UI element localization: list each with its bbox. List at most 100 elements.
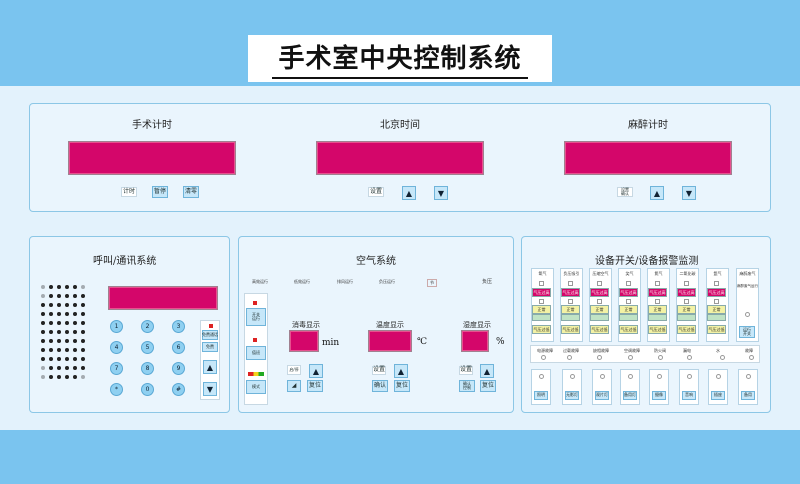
alarm-led bbox=[597, 355, 602, 360]
call-panel bbox=[29, 236, 230, 413]
anesthesia-timer-display bbox=[564, 141, 732, 175]
keypad-key[interactable]: 9 bbox=[172, 362, 185, 375]
air-power-button[interactable]: 开关 运行 bbox=[246, 308, 266, 326]
keypad-key[interactable]: 8 bbox=[141, 362, 154, 375]
air-mode-button[interactable]: 模式 bbox=[246, 380, 266, 394]
temp-title: 温度显示 bbox=[376, 321, 404, 329]
disinfect-reset-button[interactable]: 复位 bbox=[307, 380, 323, 392]
beijing-set-button[interactable]: 设置 bbox=[368, 187, 384, 197]
speaker-hole bbox=[81, 321, 85, 325]
switch-button[interactable]: 照明 bbox=[534, 391, 548, 400]
switch-button[interactable]: 备用 bbox=[741, 391, 755, 400]
speaker-hole bbox=[49, 285, 53, 289]
speaker-hole bbox=[57, 312, 61, 316]
speaker-hole bbox=[81, 330, 85, 334]
keypad-key[interactable]: 5 bbox=[141, 341, 154, 354]
speaker-hole bbox=[65, 366, 69, 370]
speaker-hole bbox=[41, 294, 45, 298]
switch-button[interactable]: 无影灯 bbox=[565, 391, 579, 400]
pressure-high-indicator: 气压过高 bbox=[677, 288, 696, 297]
speaker-hole bbox=[73, 375, 77, 379]
keypad-key[interactable]: 7 bbox=[110, 362, 123, 375]
temp-reset-button[interactable]: 复位 bbox=[394, 380, 410, 392]
call-down-button[interactable]: ▼ bbox=[203, 382, 217, 396]
triangle-down-icon: ▼ bbox=[685, 188, 693, 198]
pressure-high-indicator: 气压过高 bbox=[648, 288, 667, 297]
humid-set-button[interactable]: 设置 bbox=[459, 366, 473, 375]
air-mode-leds bbox=[248, 372, 264, 376]
speaker-hole bbox=[49, 375, 53, 379]
speaker-hole bbox=[65, 303, 69, 307]
cancel-button[interactable]: 免费 bbox=[202, 342, 218, 352]
device-led bbox=[626, 281, 631, 286]
pressure-low-indicator: 气压过低 bbox=[648, 325, 667, 334]
triangle-up-icon: ▲ bbox=[653, 188, 661, 198]
disinfect-up-button[interactable]: ▲ bbox=[309, 364, 323, 378]
device-name: 负压吸引 bbox=[563, 271, 580, 276]
page-title: 手术室中央控制系统 bbox=[272, 38, 528, 79]
speaker-hole bbox=[49, 303, 53, 307]
speaker-hole bbox=[41, 339, 45, 343]
keypad-key[interactable]: 4 bbox=[110, 341, 123, 354]
pause-button[interactable]: 暂停 bbox=[152, 186, 168, 198]
disinfect-timer-button[interactable]: ◢ bbox=[287, 380, 301, 392]
call-up-button[interactable]: ▲ bbox=[203, 360, 217, 374]
receive-button[interactable]: 免费通话 bbox=[202, 330, 218, 340]
speaker-hole bbox=[73, 339, 77, 343]
timing-button[interactable]: 计时 bbox=[121, 187, 137, 197]
speaker-hole bbox=[81, 312, 85, 316]
beijing-down-button[interactable]: ▼ bbox=[434, 186, 448, 200]
pressure-low-indicator: 气压过低 bbox=[561, 325, 580, 334]
anesthesia-waste-button[interactable]: 运行 开关 bbox=[739, 326, 755, 338]
switch-led bbox=[539, 374, 544, 379]
anesthesia-up-button[interactable]: ▲ bbox=[650, 186, 664, 200]
disinfect-unit: min bbox=[322, 338, 340, 348]
switch-button[interactable]: 备用灯 bbox=[623, 391, 637, 400]
air-duty-button[interactable]: 值班 bbox=[246, 346, 266, 360]
keypad-key[interactable]: 1 bbox=[110, 320, 123, 333]
anesthesia-set-button[interactable]: 设置 确认 bbox=[617, 187, 633, 197]
keypad-key[interactable]: # bbox=[172, 383, 185, 396]
anesthesia-down-button[interactable]: ▼ bbox=[682, 186, 696, 200]
switch-button[interactable]: 音响 bbox=[682, 391, 696, 400]
alarm-strip bbox=[530, 345, 760, 363]
humid-reset-button[interactable]: 复位 bbox=[480, 380, 496, 392]
speaker-hole bbox=[73, 321, 77, 325]
pressure-low-indicator: 气压过低 bbox=[707, 325, 726, 334]
keypad-key[interactable]: * bbox=[110, 383, 123, 396]
anesthesia-timer-title: 麻醉计时 bbox=[628, 120, 668, 131]
speaker-hole bbox=[57, 285, 61, 289]
switch-button[interactable]: 摄像 bbox=[652, 391, 666, 400]
keypad-key[interactable]: 6 bbox=[172, 341, 185, 354]
speaker-hole bbox=[73, 312, 77, 316]
pressure-normal-indicator: 正常 bbox=[677, 305, 696, 314]
device-led bbox=[568, 281, 573, 286]
keypad-key[interactable]: 2 bbox=[141, 320, 154, 333]
speaker-hole bbox=[65, 339, 69, 343]
pressure-low-indicator: 气压过低 bbox=[677, 325, 696, 334]
humid-confirm-button[interactable]: 确认 控制 bbox=[459, 380, 475, 392]
alarm-label: 过载故障 bbox=[563, 348, 579, 353]
speaker-hole bbox=[81, 303, 85, 307]
call-title: 呼叫/通讯系统 bbox=[93, 256, 157, 267]
switch-led bbox=[628, 374, 633, 379]
air-led-1 bbox=[253, 301, 257, 305]
keypad-key[interactable]: 0 bbox=[141, 383, 154, 396]
disinfect-set-button[interactable]: 启/停 bbox=[287, 365, 301, 375]
speaker-hole bbox=[49, 357, 53, 361]
switch-button[interactable]: 观片灯 bbox=[595, 391, 609, 400]
pressure-high-indicator: 气压过高 bbox=[590, 288, 609, 297]
temp-up-button[interactable]: ▲ bbox=[394, 364, 408, 378]
air-status-label: 高效运行 bbox=[252, 279, 268, 284]
anesthesia-waste-label: 麻醉废气运行 bbox=[737, 284, 758, 288]
temp-set-button[interactable]: 设置 bbox=[372, 366, 386, 375]
temp-confirm-button[interactable]: 确认 bbox=[372, 380, 388, 392]
keypad-key[interactable]: 3 bbox=[172, 320, 185, 333]
clear-button[interactable]: 清零 bbox=[183, 186, 199, 198]
switch-button[interactable]: 插座 bbox=[711, 391, 725, 400]
speaker-hole bbox=[49, 294, 53, 298]
device-name: 氩气 bbox=[713, 271, 722, 276]
humid-up-button[interactable]: ▲ bbox=[480, 364, 494, 378]
beijing-up-button[interactable]: ▲ bbox=[402, 186, 416, 200]
speaker-hole bbox=[41, 303, 45, 307]
